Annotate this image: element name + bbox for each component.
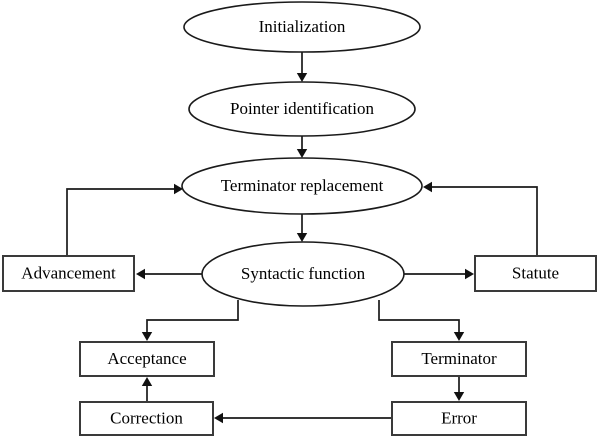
edge-syntactic-to-acceptance xyxy=(141,300,239,341)
edge-advancement-to-terminator-replacement xyxy=(66,183,183,256)
node-initialization-ellipse xyxy=(183,1,421,53)
edge-terminator-to-error-arrowhead xyxy=(453,392,465,401)
node-error-label: Error xyxy=(441,408,477,427)
node-pointer-identification[interactable]: Pointer identification xyxy=(188,81,416,137)
edges-layer xyxy=(66,52,538,424)
node-statute[interactable]: Statute xyxy=(474,255,597,292)
node-initialization[interactable]: Initialization xyxy=(183,1,421,53)
node-acceptance-label: Acceptance xyxy=(107,349,186,368)
node-advancement-label: Advancement xyxy=(21,263,116,282)
edge-syntactic-to-terminator xyxy=(378,300,465,341)
node-correction-rect xyxy=(79,401,214,436)
edge-syntactic-to-statute xyxy=(404,268,474,280)
node-terminator-rect xyxy=(391,341,527,377)
edge-correction-to-acceptance xyxy=(141,377,153,402)
node-syntactic-function-ellipse xyxy=(201,241,405,307)
edge-initialization-to-pointer xyxy=(296,52,308,82)
edge-advancement-to-terminator-replacement-arrowhead xyxy=(174,183,183,195)
edge-error-to-correction-arrowhead xyxy=(214,412,223,424)
node-correction-label: Correction xyxy=(110,408,183,427)
edge-initialization-to-pointer-arrowhead xyxy=(296,73,308,82)
node-terminator-replacement-ellipse xyxy=(181,157,423,215)
node-advancement-rect xyxy=(2,255,135,292)
edge-syntactic-to-terminator-arrowhead xyxy=(453,332,465,341)
node-syntactic-function-label: Syntactic function xyxy=(241,264,366,283)
edge-terminator-replacement-to-syntactic xyxy=(296,214,308,242)
edge-correction-to-acceptance-arrowhead xyxy=(141,377,153,386)
edge-terminator-to-error xyxy=(453,376,465,401)
edge-pointer-to-terminator-replacement-arrowhead xyxy=(296,149,308,158)
node-terminator-label: Terminator xyxy=(421,349,497,368)
node-pointer-identification-label: Pointer identification xyxy=(230,99,374,118)
edge-syntactic-to-advancement-arrowhead xyxy=(136,268,145,280)
node-error[interactable]: Error xyxy=(391,401,527,436)
edge-statute-to-terminator-replacement xyxy=(423,181,538,256)
edge-statute-to-terminator-replacement-arrowhead xyxy=(423,181,432,193)
node-statute-rect xyxy=(474,255,597,292)
edge-pointer-to-terminator-replacement xyxy=(296,136,308,158)
node-acceptance[interactable]: Acceptance xyxy=(79,341,215,377)
edge-syntactic-to-advancement xyxy=(136,268,202,280)
node-statute-label: Statute xyxy=(512,263,559,282)
node-initialization-label: Initialization xyxy=(259,17,346,36)
edge-error-to-correction xyxy=(214,412,392,424)
node-advancement[interactable]: Advancement xyxy=(2,255,135,292)
node-syntactic-function[interactable]: Syntactic function xyxy=(201,241,405,307)
node-pointer-identification-ellipse xyxy=(188,81,416,137)
edge-syntactic-to-statute-arrowhead xyxy=(465,268,474,280)
edge-syntactic-to-acceptance-arrowhead xyxy=(141,332,153,341)
edge-terminator-replacement-to-syntactic-arrowhead xyxy=(296,233,308,242)
node-acceptance-rect xyxy=(79,341,215,377)
node-terminator-replacement[interactable]: Terminator replacement xyxy=(181,157,423,215)
node-correction[interactable]: Correction xyxy=(79,401,214,436)
node-terminator-replacement-label: Terminator replacement xyxy=(221,176,384,195)
node-terminator[interactable]: Terminator xyxy=(391,341,527,377)
node-error-rect xyxy=(391,401,527,436)
